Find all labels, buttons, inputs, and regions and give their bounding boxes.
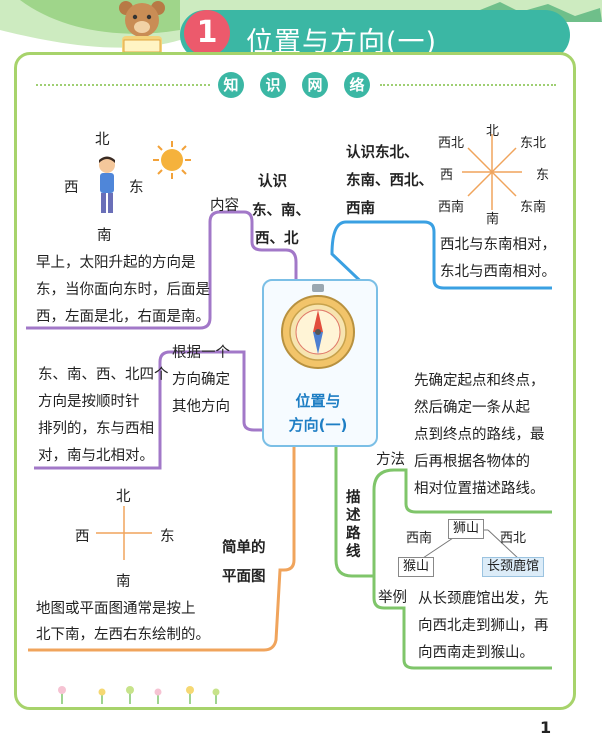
branch-content-sublabel: 东、南、	[252, 203, 310, 219]
branch-order-label-line: 方向确定	[172, 372, 230, 388]
center-title-line2: 方向(一)	[288, 416, 348, 434]
branch-eight-note-line: 东北与西南相对。	[440, 264, 556, 280]
eight-compass-southeast: 东南	[520, 200, 547, 215]
branch-content-sublabel: 西、北	[255, 231, 299, 247]
map-compass-north: 北	[116, 489, 131, 505]
branch-route-label-char: 述	[346, 508, 361, 524]
branch-content-note-line: 东，当你面向东时，后面是	[36, 282, 210, 298]
sun-icon	[153, 141, 191, 179]
section-divider-left	[36, 84, 210, 86]
title-banner	[180, 10, 570, 60]
branch-order-note-line: 对，南与北相对。	[38, 448, 154, 464]
map-compass-east: 东	[160, 529, 175, 545]
map-compass-west: 西	[75, 529, 90, 545]
branch-content-note-line: 早上，太阳升起的方向是	[36, 255, 196, 271]
branch-map-note-line: 北下南，左西右东绘制的。	[36, 627, 210, 643]
route-example-label: 举例	[378, 590, 407, 606]
section-tag-char: 网	[302, 72, 328, 98]
place-giraffe-house: 长颈鹿馆	[482, 557, 545, 577]
branch-order-note-line: 东、南、西、北四个	[38, 367, 169, 383]
eight-compass-south: 南	[486, 212, 500, 227]
eight-compass-north: 北	[486, 124, 500, 139]
branch-order-note-line: 排列的，东与西相	[38, 421, 154, 437]
branch-route-label-char: 线	[346, 544, 361, 560]
map-compass-south: 南	[116, 574, 131, 590]
eight-compass-west: 西	[440, 168, 454, 183]
route-method-note-line: 然后确定一条从起	[414, 400, 530, 416]
branch-content-label: 内容	[210, 198, 239, 214]
branch-map-label-line: 平面图	[222, 569, 266, 585]
route-example-note-line: 向西北走到狮山，再	[418, 618, 549, 634]
page-number: 1	[540, 718, 552, 737]
branch-order-label-line: 根据一个	[172, 345, 230, 361]
eight-compass-northeast: 东北	[520, 136, 547, 151]
branch-map-label-line: 简单的	[222, 540, 266, 556]
eight-compass-southwest: 西南	[438, 200, 465, 215]
route-method-note-line: 点到终点的路线，最	[414, 427, 545, 443]
flowers-decoration	[58, 686, 220, 704]
route-example-note-line: 从长颈鹿馆出发，先	[418, 591, 549, 607]
section-divider-right	[380, 84, 556, 86]
branch-order-label-line: 其他方向	[172, 399, 230, 415]
branch-eight-label-line: 东南、西北、	[346, 173, 433, 189]
compass-south: 南	[97, 228, 112, 244]
route-method-note-line: 后再根据各物体的	[414, 454, 530, 470]
branch-map-note-line: 地图或平面图通常是按上	[36, 601, 196, 617]
route-example-sw: 西南	[406, 531, 433, 546]
bear-mascot-icon	[119, 1, 165, 56]
route-example-note-line: 向西南走到猴山。	[418, 645, 534, 661]
child-figure-icon	[99, 156, 115, 213]
compass-north: 北	[95, 132, 110, 148]
section-tag-char: 络	[344, 72, 370, 98]
compass-icon	[281, 284, 355, 369]
section-tag-char: 知	[218, 72, 244, 98]
branch-eight-label-line: 西南	[346, 201, 375, 217]
branch-route-label-char: 路	[346, 526, 361, 542]
branch-eight-note-line: 西北与东南相对，	[440, 237, 556, 253]
eight-compass-northwest: 西北	[438, 136, 465, 151]
chapter-number-badge: 1	[184, 10, 230, 56]
compass-east: 东	[129, 180, 144, 196]
branch-route-label-char: 描	[346, 490, 361, 506]
compass-west: 西	[64, 180, 79, 196]
center-title-line1: 位置与	[295, 392, 341, 410]
place-lion-hill: 狮山	[448, 519, 485, 539]
eight-direction-compass	[462, 134, 522, 210]
eight-compass-east: 东	[536, 168, 550, 183]
branch-content-note-line: 西，左面是北，右面是南。	[36, 309, 210, 325]
simple-compass-cross	[96, 506, 152, 560]
route-method-note-line: 先确定起点和终点，	[414, 373, 545, 389]
branch-order-note-line: 方向是按顺时针	[38, 394, 140, 410]
branch-eight-label-line: 认识东北、	[346, 145, 419, 161]
route-example-nw: 西北	[500, 531, 527, 546]
route-method-note-line: 相对位置描述路线。	[414, 481, 545, 497]
branch-content-sublabel: 认识	[258, 174, 287, 190]
route-method-label: 方法	[376, 452, 405, 468]
place-monkey-hill: 猴山	[398, 557, 435, 577]
section-tag-char: 识	[260, 72, 286, 98]
